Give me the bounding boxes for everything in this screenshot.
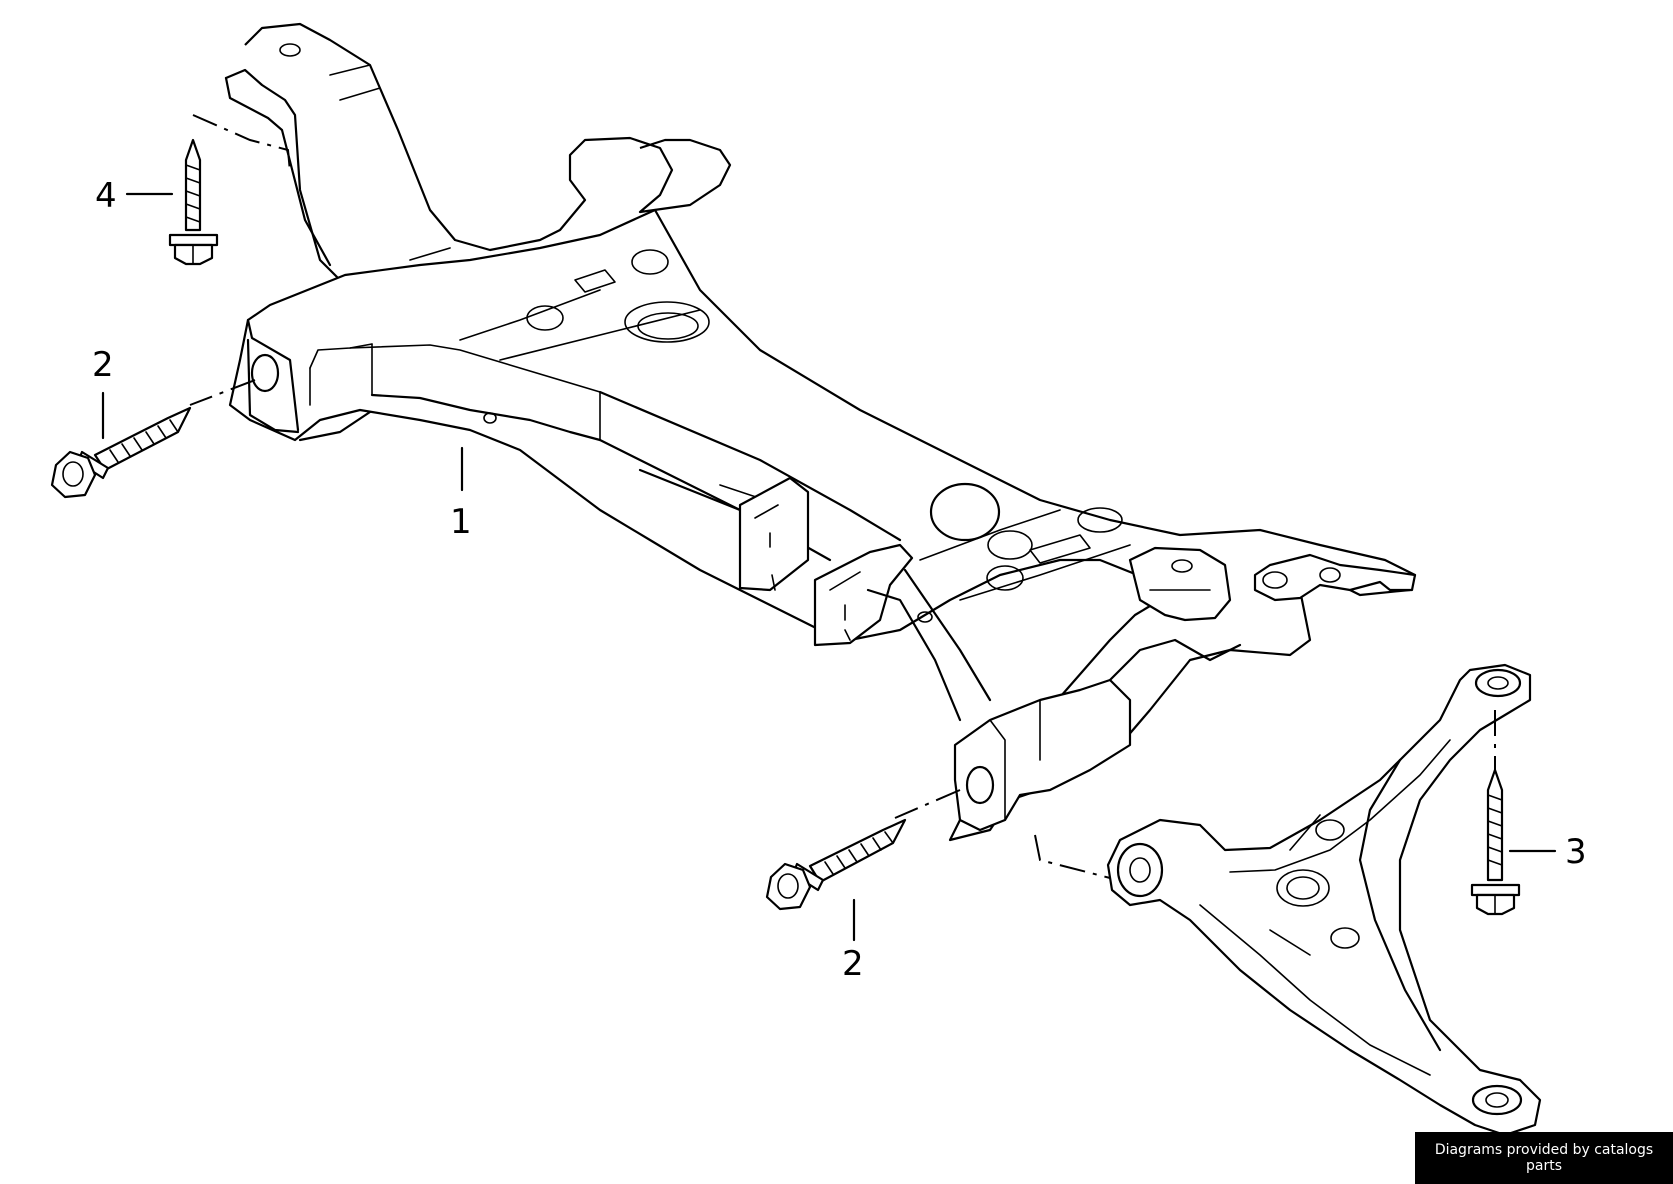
callout-label-3: 3: [1565, 832, 1587, 872]
bolt-4: [168, 138, 219, 266]
bolt-2-right: [765, 818, 907, 911]
callout-3: 3: [1508, 832, 1587, 872]
alignment-lines: [189, 114, 1496, 879]
control-arm: [1106, 663, 1542, 1137]
callout-2-left: 2: [92, 345, 114, 440]
credit-badge: Diagrams provided by catalogs parts: [1415, 1132, 1673, 1184]
subframe-part-1: [224, 22, 1417, 842]
callout-label-4: 4: [95, 176, 117, 216]
callout-label-1: 1: [450, 502, 472, 542]
bolt-2-left: [50, 406, 192, 499]
callout-2-right: 2: [842, 898, 864, 984]
bolt-3: [1470, 768, 1521, 916]
callout-label-2-left: 2: [92, 345, 114, 385]
callout-1: 1: [450, 446, 472, 542]
callout-label-2-right: 2: [842, 944, 864, 984]
callout-4: 4: [95, 176, 174, 216]
